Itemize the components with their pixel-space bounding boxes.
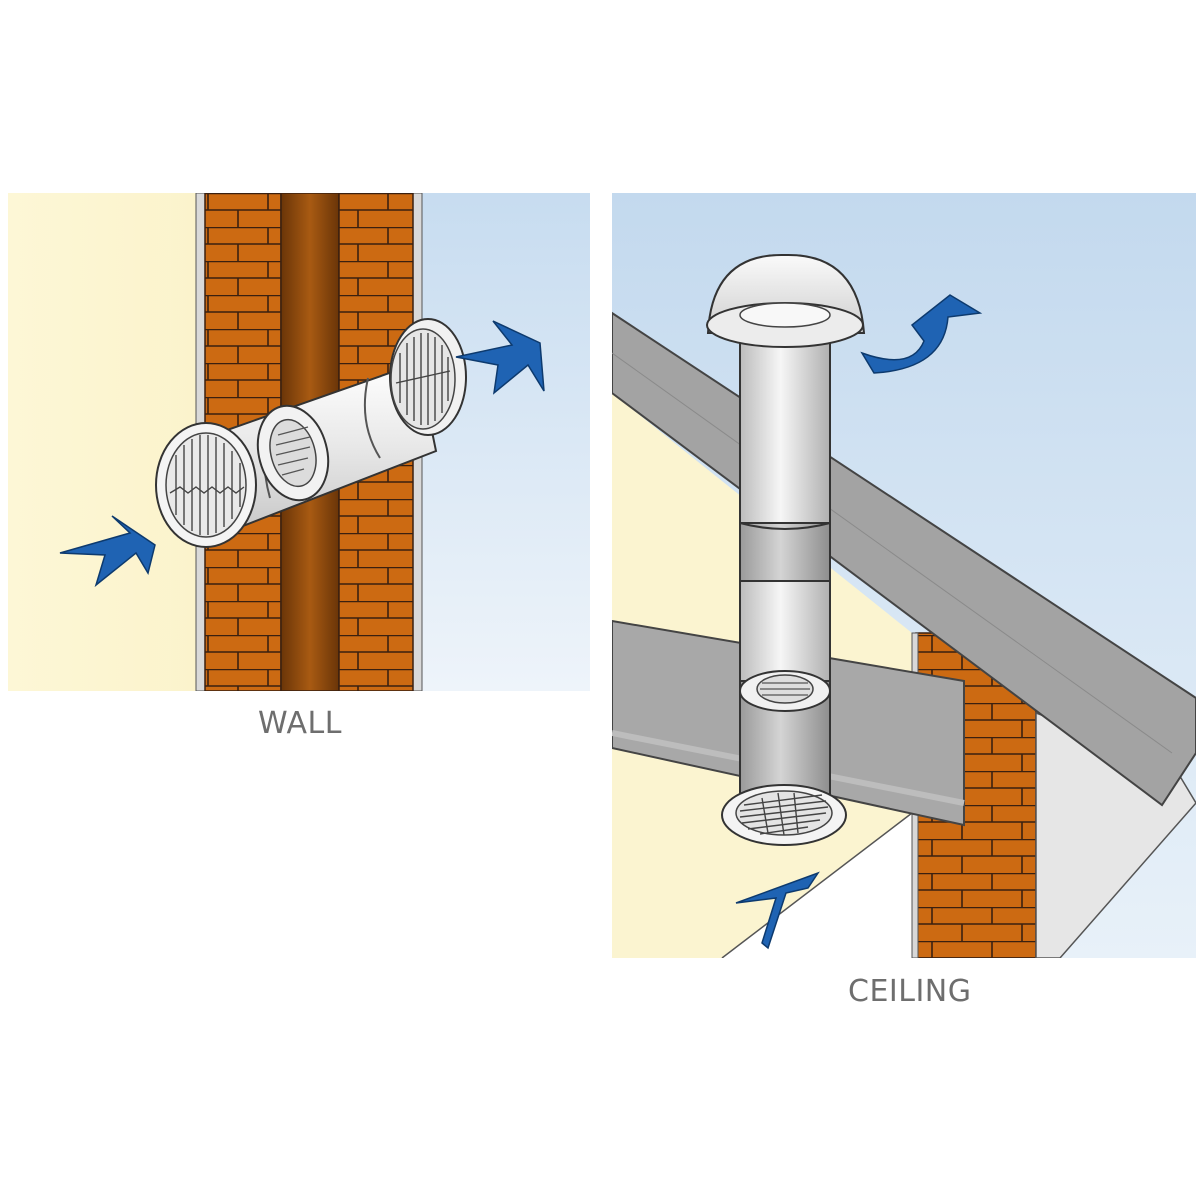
- ceiling-caption: CEILING: [848, 974, 972, 1009]
- interior-vent-grille-icon: [155, 422, 257, 548]
- airflow-in-arrow-icon: [59, 515, 156, 588]
- interior-wall-surface: [8, 193, 198, 691]
- roof-cap: [706, 253, 866, 348]
- ceiling-diagram: [612, 193, 1196, 958]
- airflow-out-arrow-icon: [455, 320, 545, 395]
- wall-diagram: [8, 193, 590, 691]
- wall-caption: WALL: [258, 706, 342, 741]
- ceiling-vent-grille-icon: [721, 784, 847, 846]
- airflow-out-arrow-icon: [860, 294, 983, 374]
- exterior-sky: [420, 193, 590, 691]
- airflow-in-arrow-icon: [735, 871, 820, 950]
- exterior-vent-grille-icon: [389, 318, 467, 436]
- duct-pipe-middle: [739, 580, 831, 682]
